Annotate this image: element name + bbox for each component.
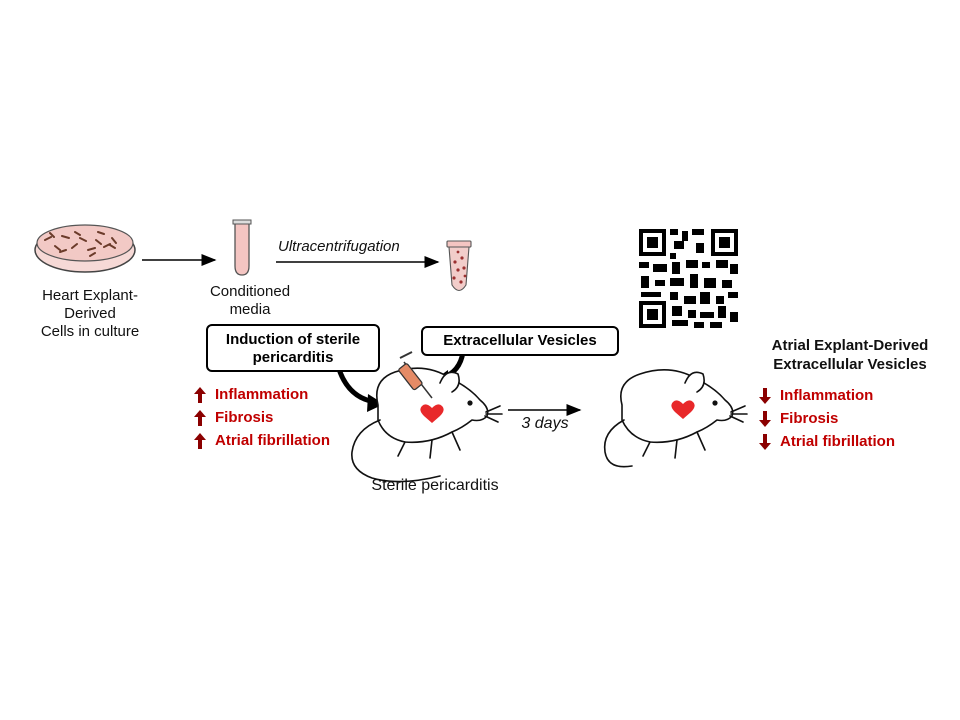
induction-box-line1: Induction of sterile: [225, 331, 361, 348]
test-tube-icon: [232, 219, 252, 276]
effects-after-list: Inflammation Fibrosis Atrial fibrillatio…: [758, 384, 895, 453]
cells-label-line2: Derived: [64, 305, 116, 322]
mouse-pericarditis-icon: [351, 367, 503, 483]
mouse-treated-icon: [603, 369, 748, 468]
petri-dish-icon: [34, 224, 136, 273]
up-arrow-icon: [194, 432, 206, 449]
heart-icon: [420, 404, 444, 423]
induction-box: Induction of sterile pericarditis: [206, 324, 380, 372]
effect-before-item: Fibrosis: [193, 406, 330, 429]
up-arrow-icon: [194, 409, 206, 426]
up-arrow-icon: [194, 386, 206, 403]
media-label: Conditioned media: [190, 283, 310, 319]
effect-before-item: Inflammation: [193, 383, 330, 406]
sterile-pericarditis-label: Sterile pericarditis: [371, 477, 499, 494]
effect-after-item: Inflammation: [758, 384, 895, 407]
result-title: Atrial Explant-Derived Extracellular Ves…: [750, 336, 950, 374]
qr-code-icon: [637, 227, 740, 330]
effect-after-item: Atrial fibrillation: [758, 430, 895, 453]
three-days-label: 3 days: [521, 415, 569, 432]
syringe-icon: [398, 351, 433, 399]
effects-before-list: Inflammation Fibrosis Atrial fibrillatio…: [193, 383, 330, 452]
effect-before-text: Inflammation: [215, 386, 309, 403]
result-title-line1: Atrial Explant-Derived: [771, 337, 929, 354]
down-arrow-icon: [759, 387, 771, 404]
cells-label-line1: Heart Explant-: [42, 287, 138, 304]
effect-before-text: Fibrosis: [215, 409, 274, 426]
heart-icon-treated: [671, 400, 695, 419]
ultracentrifugation-label: Ultracentrifugation: [278, 238, 400, 255]
effect-after-text: Fibrosis: [780, 410, 839, 427]
effect-before-text: Atrial fibrillation: [215, 432, 331, 449]
effect-after-text: Atrial fibrillation: [780, 433, 896, 450]
cells-label: Heart Explant- Derived Cells in culture: [20, 287, 160, 341]
down-arrow-icon: [759, 410, 771, 427]
down-arrow-icon: [759, 433, 771, 450]
effect-before-item: Atrial fibrillation: [193, 429, 330, 452]
result-title-line2: Extracellular Vesicles: [773, 356, 927, 373]
media-label-line1: Conditioned: [209, 283, 291, 300]
cells-label-line3: Cells in culture: [40, 323, 140, 340]
effect-after-item: Fibrosis: [758, 407, 895, 430]
ev-box: Extracellular Vesicles: [421, 326, 619, 356]
induction-box-line2: pericarditis: [252, 349, 334, 366]
microtube-icon: [446, 240, 472, 292]
media-label-line2: media: [229, 301, 271, 318]
effect-after-text: Inflammation: [780, 387, 874, 404]
